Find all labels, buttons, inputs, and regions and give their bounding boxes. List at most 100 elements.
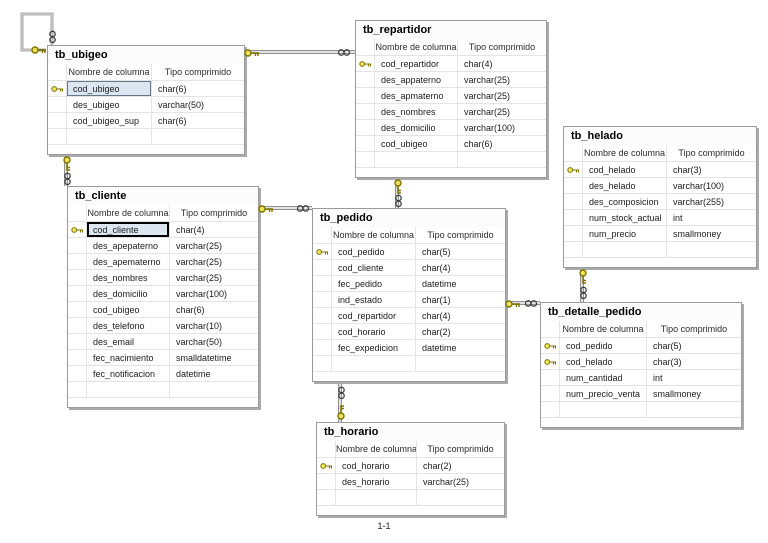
relationship-tb_ubigeo-tb_repartidor[interactable] xyxy=(243,50,355,54)
column-type-cell: char(3) xyxy=(667,162,756,178)
key-cell xyxy=(68,286,87,302)
table-row[interactable] xyxy=(48,129,244,145)
key-cell xyxy=(541,370,560,386)
column-type-cell: char(5) xyxy=(416,244,505,260)
key-cell xyxy=(564,226,583,242)
one-end-key-icon xyxy=(578,269,588,285)
key-cell xyxy=(313,308,332,324)
table-row[interactable] xyxy=(68,382,258,398)
table-title[interactable]: tb_cliente xyxy=(68,187,258,205)
table-row[interactable] xyxy=(356,152,546,168)
column-type-cell: datetime xyxy=(170,366,258,382)
column-header-name: Nombre de columna xyxy=(336,441,417,458)
table-row[interactable] xyxy=(564,242,756,258)
page-label: 1-1 xyxy=(377,521,391,531)
key-cell xyxy=(564,210,583,226)
primary-key-icon xyxy=(564,162,583,178)
column-type-cell: smalldatetime xyxy=(170,350,258,366)
table-title[interactable]: tb_helado xyxy=(564,127,756,145)
relationship-tb_horario-tb_pedido[interactable] xyxy=(338,382,342,422)
key-cell xyxy=(68,254,87,270)
one-end-key-icon xyxy=(244,48,260,58)
relationship-tb_pedido-tb_detalle_pedido[interactable] xyxy=(504,301,540,305)
key-cell xyxy=(68,318,87,334)
column-name-cell: cod_horario xyxy=(332,324,416,340)
many-end-infinity-icon xyxy=(48,30,57,44)
column-type-cell xyxy=(417,490,504,506)
table-title[interactable]: tb_detalle_pedido xyxy=(541,303,741,321)
column-name-cell: fec_nacimiento xyxy=(87,350,170,366)
relationship-tb_cliente-tb_pedido[interactable] xyxy=(257,206,312,210)
many-end-infinity-icon xyxy=(337,48,351,57)
column-type-cell xyxy=(152,129,244,145)
table-title[interactable]: tb_horario xyxy=(317,423,504,441)
key-cell xyxy=(68,350,87,366)
column-name-cell: des_apematerno xyxy=(87,254,170,270)
table-row[interactable] xyxy=(317,490,504,506)
key-cell xyxy=(356,88,375,104)
column-type-cell: int xyxy=(667,210,756,226)
table-title[interactable]: tb_pedido xyxy=(313,209,505,227)
key-cell xyxy=(68,302,87,318)
table-row[interactable] xyxy=(313,356,505,372)
column-header-name: Nombre de columna xyxy=(332,227,416,244)
relationship-tb_helado-tb_detalle_pedido[interactable] xyxy=(580,268,584,302)
table-row[interactable] xyxy=(541,402,741,418)
relationship-tb_ubigeo-tb_ubigeo[interactable] xyxy=(19,11,57,60)
column-name-cell: des_nombres xyxy=(87,270,170,286)
column-name-cell: des_domicilio xyxy=(375,120,458,136)
key-cell xyxy=(48,113,67,129)
column-name-cell: num_precio_venta xyxy=(560,386,647,402)
table-title[interactable]: tb_ubigeo xyxy=(48,46,244,64)
table-title[interactable]: tb_repartidor xyxy=(356,21,546,39)
key-cell xyxy=(313,324,332,340)
column-type-cell: varchar(100) xyxy=(170,286,258,302)
column-type-cell: char(3) xyxy=(647,354,741,370)
